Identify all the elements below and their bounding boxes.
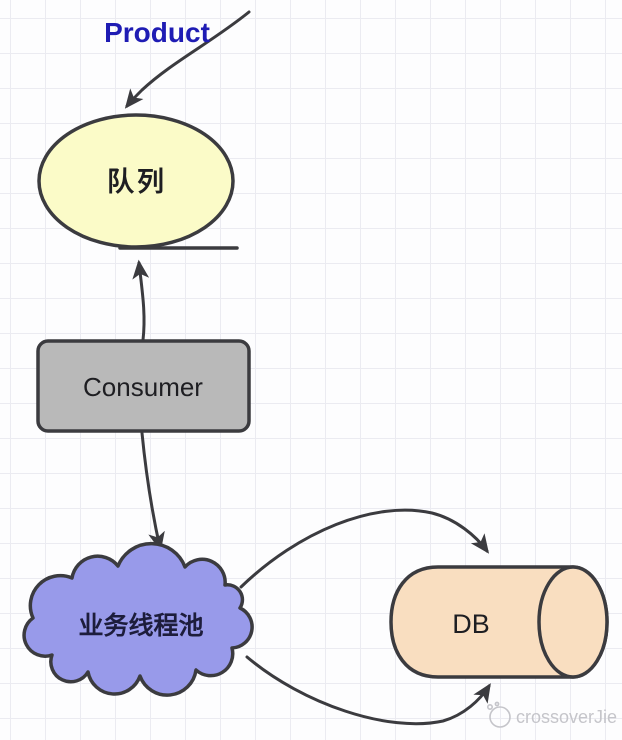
thread-pool-node bbox=[22, 541, 254, 697]
db-label: DB bbox=[452, 609, 490, 639]
consumer-to-queue-arrow bbox=[132, 259, 150, 342]
product-to-queue-arrow bbox=[124, 10, 251, 109]
watermark-icon bbox=[486, 701, 511, 728]
thread-pool-label: 业务线程池 bbox=[78, 611, 203, 640]
consumer-to-pool-arrow bbox=[140, 431, 165, 552]
queue-label: 队列 bbox=[107, 167, 167, 197]
watermark-label: crossoverJie bbox=[516, 707, 617, 727]
pool-to-db-top-arrow bbox=[239, 508, 490, 589]
product-label: Product bbox=[104, 17, 210, 48]
pool-to-db-bottom-arrow bbox=[245, 655, 491, 726]
consumer-node bbox=[36, 339, 251, 433]
consumer-label: Consumer bbox=[83, 372, 203, 402]
db-cylinder-cap bbox=[537, 565, 609, 679]
